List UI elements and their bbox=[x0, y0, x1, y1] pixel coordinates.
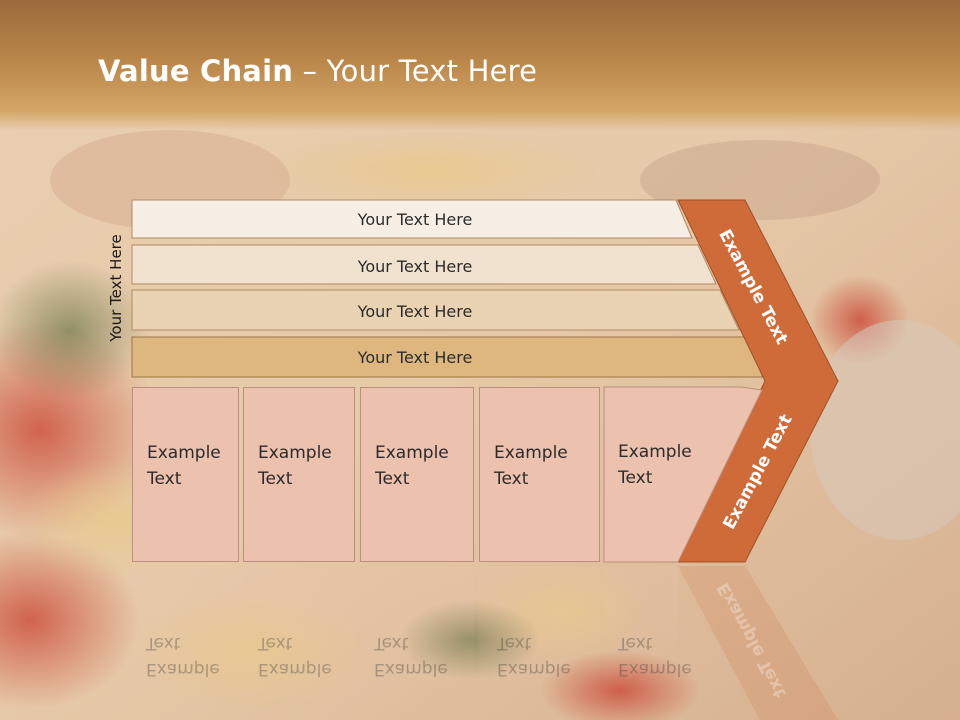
column-2-reflection bbox=[243, 566, 355, 696]
row-1-shape bbox=[131, 199, 693, 239]
row-2: Your Text Here bbox=[132, 247, 698, 285]
title-bold: Value Chain bbox=[98, 54, 294, 88]
column-4-reflection-line1: Example bbox=[497, 659, 571, 679]
title-bar bbox=[0, 0, 960, 130]
column-3-reflection-text: Example Text bbox=[374, 630, 448, 682]
row-3: Your Text Here bbox=[132, 292, 698, 330]
row-1: Your Text Here bbox=[132, 200, 698, 238]
chevron-shape bbox=[677, 199, 839, 563]
column-5-reflection-line2: Text bbox=[618, 633, 653, 653]
page-title: Value Chain – Your Text Here bbox=[98, 54, 537, 88]
column-3-reflection-line1: Example bbox=[374, 659, 448, 679]
column-5-line2: Text bbox=[618, 468, 653, 488]
column-1-reflection-line1: Example bbox=[146, 659, 220, 679]
column-3-line1: Example bbox=[375, 443, 449, 463]
column-3-reflection-line2: Text bbox=[374, 633, 409, 653]
row-4: Your Text Here bbox=[132, 338, 698, 376]
row-3-label: Your Text Here bbox=[357, 301, 473, 321]
column-2-reflection-line2: Text bbox=[258, 633, 293, 653]
column-2-line1: Example bbox=[258, 443, 332, 463]
row-2-shape bbox=[131, 244, 717, 285]
column-5-arrow-edge bbox=[603, 386, 763, 563]
column-1-line1: Example bbox=[147, 443, 221, 463]
column-3-line2: Text bbox=[375, 469, 410, 489]
title-rest: – Your Text Here bbox=[293, 54, 538, 88]
row-1-label: Your Text Here bbox=[357, 209, 473, 229]
column-2-reflection-line1: Example bbox=[258, 659, 332, 679]
column-1-reflection-line2: Text bbox=[146, 633, 181, 653]
column-4-line2: Text bbox=[494, 469, 529, 489]
column-1-line2: Text bbox=[147, 469, 182, 489]
column-2-line2: Text bbox=[258, 469, 293, 489]
column-4-line1: Example bbox=[494, 443, 568, 463]
column-4-reflection bbox=[479, 566, 600, 696]
column-5-line1: Example bbox=[618, 442, 692, 462]
column-4-reflection-text: Example Text bbox=[497, 630, 571, 682]
column-3-reflection bbox=[360, 566, 474, 696]
row-2-label: Your Text Here bbox=[357, 256, 473, 276]
column-2-reflection-text: Example Text bbox=[258, 630, 332, 682]
row-4-label: Your Text Here bbox=[357, 347, 473, 367]
column-5-reflection-text: Example Text bbox=[618, 630, 692, 682]
column-1-reflection bbox=[132, 566, 239, 696]
column-4-reflection-line2: Text bbox=[497, 633, 532, 653]
row-3-shape bbox=[131, 289, 740, 331]
chevron-reflection bbox=[678, 566, 838, 720]
column-1-reflection-text: Example Text bbox=[146, 630, 220, 682]
column-5-reflection-line1: Example bbox=[618, 659, 692, 679]
column-5-reflection bbox=[604, 566, 678, 696]
